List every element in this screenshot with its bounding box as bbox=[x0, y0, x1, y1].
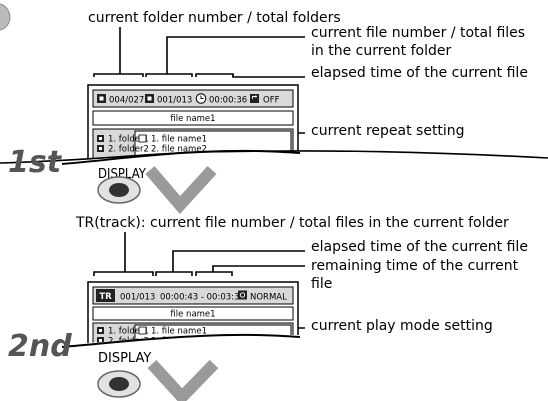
repeat-icon bbox=[250, 94, 259, 103]
previous-button-icon bbox=[0, 3, 11, 31]
callout-file-line1: current file number / total files bbox=[311, 25, 525, 41]
display-label-2: DISPLAY bbox=[98, 351, 151, 366]
osd1-filename: file name1 bbox=[170, 114, 215, 124]
chevron-down-icon bbox=[145, 165, 217, 215]
display-button-2[interactable] bbox=[97, 370, 141, 398]
callout-file-line2: in the current folder bbox=[311, 43, 451, 59]
osd1-list-folder2: 2. folder2 bbox=[108, 145, 149, 155]
callout-track: TR(track): current file number / total f… bbox=[75, 215, 509, 231]
callout-repeat: current repeat setting bbox=[311, 123, 465, 139]
osd2-list-file1: 1. file name1 bbox=[151, 327, 207, 337]
step-label-2nd: 2nd bbox=[8, 329, 72, 364]
osd1-file-counter: 001/013 bbox=[157, 96, 192, 106]
callout-playmode: current play mode setting bbox=[311, 318, 493, 334]
osd1-folder-counter: 004/027 bbox=[109, 96, 144, 106]
step-label-1st: 1st bbox=[8, 145, 63, 180]
display-button-1[interactable] bbox=[97, 176, 141, 204]
osd1-list-file2: 2. file name2 bbox=[151, 145, 207, 155]
osd1-list-file1: 1. file name1 bbox=[151, 135, 207, 145]
osd2-track-icon-label: TR bbox=[99, 292, 112, 302]
callout-elapsed: elapsed time of the current file bbox=[311, 65, 528, 81]
callout-remaining-line1: remaining time of the current bbox=[311, 258, 519, 274]
osd-panel-step1: 004/027 001/013 00:00:36 OFF file name1 … bbox=[87, 84, 299, 163]
callout-remaining-line2: file bbox=[311, 276, 332, 292]
osd1-list-folder1: 1. folder1 bbox=[108, 135, 149, 145]
osd2-time: 00:00:43 - 00:03:36 bbox=[160, 293, 245, 303]
callout-elapsed-2: elapsed time of the current file bbox=[311, 239, 528, 255]
osd2-list-folder1: 1. folder1 bbox=[108, 327, 149, 337]
callout-folder: current folder number / total folders bbox=[88, 10, 341, 26]
osd2-play-mode: NORMAL bbox=[250, 293, 287, 303]
osd1-repeat: OFF bbox=[263, 96, 280, 106]
chevron-down-icon bbox=[147, 359, 219, 401]
osd2-filename: file name1 bbox=[170, 310, 215, 320]
play-mode-icon bbox=[238, 290, 247, 300]
track-icon bbox=[96, 289, 115, 302]
osd1-elapsed-time: 00:00:36 bbox=[209, 96, 247, 106]
osd2-file-counter: 001/013 bbox=[120, 293, 155, 303]
